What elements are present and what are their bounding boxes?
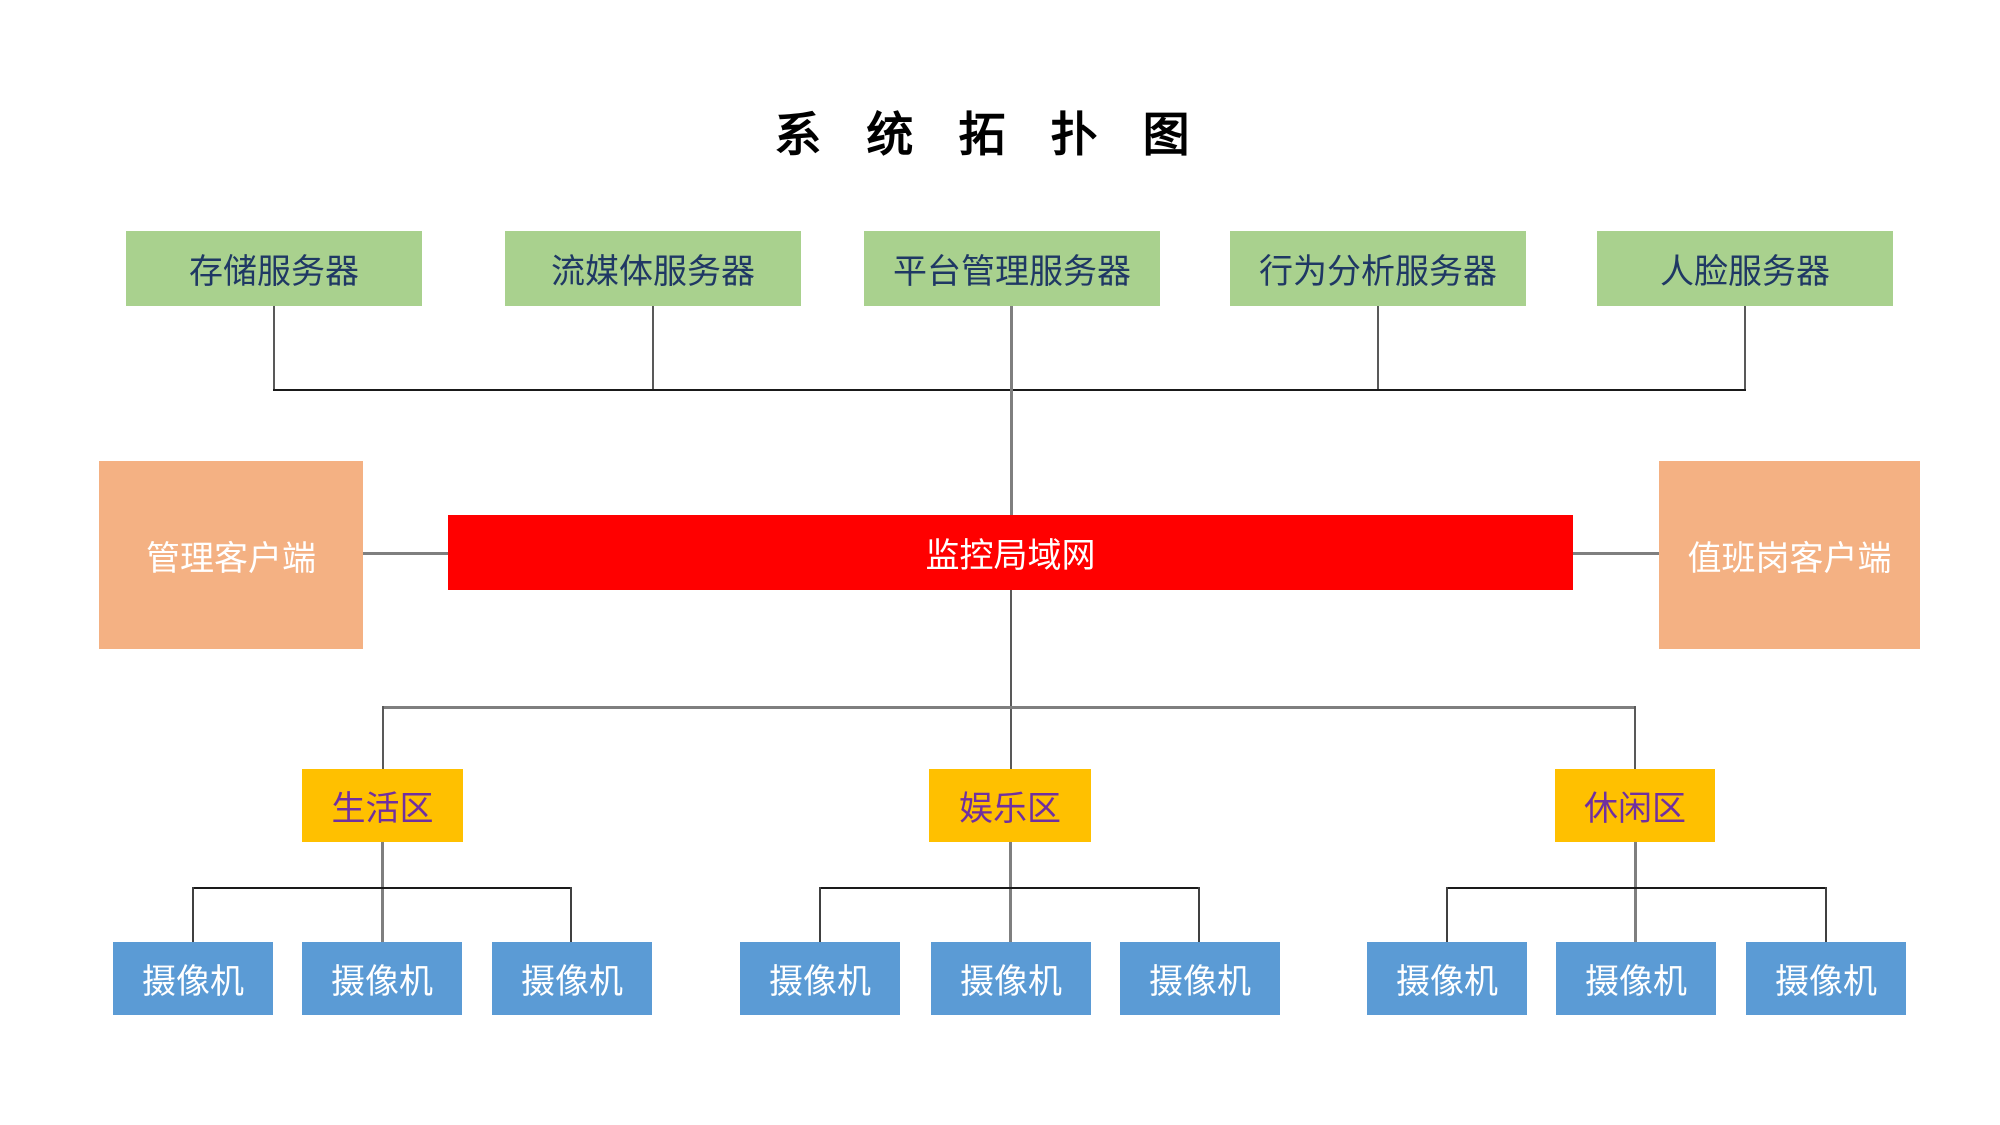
client-node-management: 管理客户端 bbox=[99, 461, 363, 649]
area-bus-line bbox=[383, 706, 1635, 709]
connector-line bbox=[192, 887, 194, 942]
camera-bus-line bbox=[1446, 887, 1826, 889]
connector-line bbox=[1010, 590, 1012, 769]
camera-node: 摄像机 bbox=[1746, 942, 1906, 1015]
camera-node: 摄像机 bbox=[302, 942, 462, 1015]
server-bus-line bbox=[273, 389, 1746, 391]
camera-node: 摄像机 bbox=[931, 942, 1091, 1015]
connector-line bbox=[1634, 706, 1636, 769]
connector-line bbox=[363, 552, 448, 555]
server-node-behavior-analysis: 行为分析服务器 bbox=[1230, 231, 1526, 306]
connector-line bbox=[381, 842, 384, 942]
connector-line bbox=[1634, 842, 1637, 942]
connector-line bbox=[570, 887, 572, 942]
camera-node: 摄像机 bbox=[1120, 942, 1280, 1015]
area-node-leisure: 休闲区 bbox=[1555, 769, 1715, 842]
camera-node: 摄像机 bbox=[492, 942, 652, 1015]
client-node-duty-post: 值班岗客户端 bbox=[1659, 461, 1920, 649]
camera-node: 摄像机 bbox=[1556, 942, 1716, 1015]
server-node-face: 人脸服务器 bbox=[1597, 231, 1893, 306]
area-node-entertainment: 娱乐区 bbox=[929, 769, 1091, 842]
camera-node: 摄像机 bbox=[740, 942, 900, 1015]
connector-line bbox=[1010, 306, 1013, 515]
connector-line bbox=[1198, 887, 1200, 942]
connector-line bbox=[1377, 306, 1379, 390]
connector-line bbox=[1446, 887, 1448, 942]
connector-line bbox=[1744, 306, 1746, 390]
connector-line bbox=[1825, 887, 1827, 942]
connector-line bbox=[273, 306, 275, 390]
camera-bus-line bbox=[192, 887, 572, 889]
camera-node: 摄像机 bbox=[1367, 942, 1527, 1015]
diagram-title: 系 统 拓 扑 图 bbox=[774, 108, 1206, 161]
connector-line bbox=[382, 706, 384, 769]
connector-line bbox=[819, 887, 821, 942]
area-node-living: 生活区 bbox=[302, 769, 463, 842]
network-bar: 监控局域网 bbox=[448, 515, 1573, 590]
camera-bus-line bbox=[819, 887, 1200, 889]
connector-line bbox=[1573, 552, 1659, 555]
camera-node: 摄像机 bbox=[113, 942, 273, 1015]
server-node-streaming: 流媒体服务器 bbox=[505, 231, 801, 306]
server-node-platform-management: 平台管理服务器 bbox=[864, 231, 1160, 306]
connector-line bbox=[1009, 842, 1012, 942]
connector-line bbox=[652, 306, 654, 390]
server-node-storage: 存储服务器 bbox=[126, 231, 422, 306]
